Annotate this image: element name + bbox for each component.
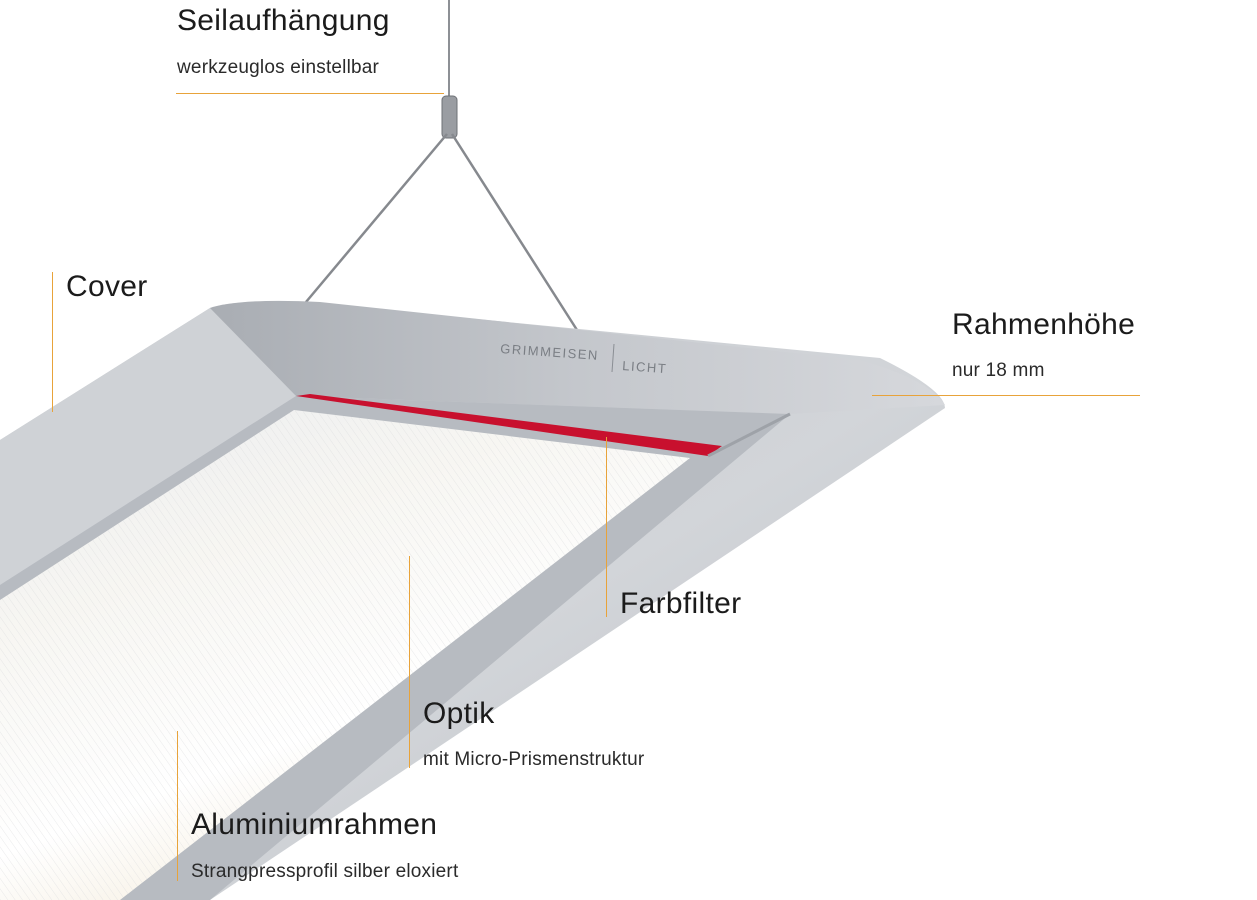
callout-color-filter-title: Farbfilter xyxy=(620,587,742,620)
cover-face xyxy=(0,308,296,585)
callout-suspension-line xyxy=(176,93,444,94)
brand-logo: GRIMMEISEN xyxy=(500,341,600,363)
callout-optics-title: Optik xyxy=(423,697,495,730)
frame-inner-edge xyxy=(707,412,791,458)
color-filter-strip xyxy=(296,394,722,456)
callout-suspension-subtitle: werkzeuglos einstellbar xyxy=(177,57,380,78)
callout-frame-subtitle: Strangpressprofil silber eloxiert xyxy=(191,861,459,882)
callout-frame-height-title: Rahmenhöhe xyxy=(952,308,1136,341)
callout-optics-line xyxy=(409,556,410,768)
callout-color-filter-line xyxy=(606,437,607,617)
callout-frame-height-line xyxy=(872,395,1140,396)
callout-frame-title: Aluminiumrahmen xyxy=(191,808,438,841)
callout-cover-line xyxy=(52,272,53,412)
cable-left xyxy=(305,133,448,303)
cable-gripper xyxy=(441,95,458,139)
callout-optics-subtitle: mit Micro-Prismenstruktur xyxy=(423,749,645,770)
housing-top xyxy=(210,300,945,414)
cable-right xyxy=(450,133,579,331)
callout-suspension-title: Seilaufhängung xyxy=(177,4,390,37)
brand-divider xyxy=(611,343,615,373)
callout-frame-height-subtitle: nur 18 mm xyxy=(952,360,1045,381)
callout-frame-line xyxy=(177,731,178,881)
callout-cover-title: Cover xyxy=(66,270,148,303)
diffuser-prism-texture xyxy=(0,410,690,900)
brand-suffix: LICHT xyxy=(622,358,668,376)
